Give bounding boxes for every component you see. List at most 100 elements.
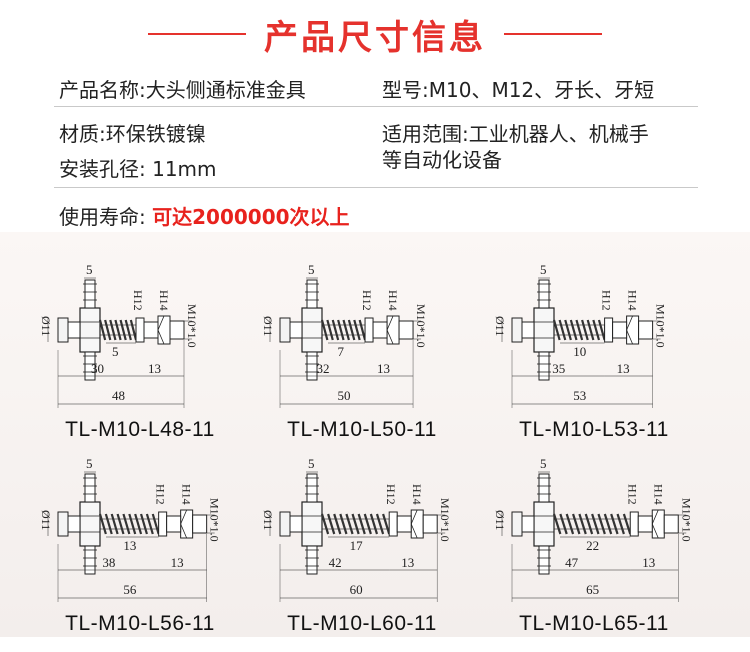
pipe-fitting-top <box>306 473 318 503</box>
spring-coil <box>591 513 600 535</box>
label-h12: H12 <box>154 484 168 505</box>
spring-coil <box>363 513 372 535</box>
spring-coil <box>104 513 113 535</box>
shaft <box>289 515 303 533</box>
end-stem <box>398 320 414 340</box>
spring-coil <box>128 513 137 535</box>
hex-nut <box>533 307 555 353</box>
spring-coil <box>333 513 342 535</box>
spring-coil <box>592 319 601 341</box>
label-total: 53 <box>573 388 586 403</box>
spring-coil <box>347 319 356 341</box>
spring-coil <box>569 319 578 341</box>
label-mid: 22 <box>586 538 599 553</box>
hex-nut <box>79 307 101 353</box>
spring-coil <box>104 319 112 341</box>
label-tail: 13 <box>171 555 184 570</box>
pipe-fitting-bottom <box>84 545 96 575</box>
spring-coil <box>610 513 619 535</box>
spring-coil <box>351 513 360 535</box>
head-cap <box>57 511 69 537</box>
label-thread: M10*1.0 <box>438 498 452 542</box>
spring-coil <box>572 513 581 535</box>
spring-coil <box>339 513 348 535</box>
spring-coil <box>134 513 143 535</box>
label-bore: Ø11 <box>493 510 507 530</box>
label-pipe: 5 <box>308 456 315 471</box>
title-bar: 产品尺寸信息 <box>0 4 750 58</box>
label-h14: H14 <box>157 290 171 311</box>
spring-coil <box>622 513 632 535</box>
label-h12: H12 <box>131 290 145 311</box>
thread-body <box>612 321 628 339</box>
h14-nut <box>410 509 424 539</box>
spring-coil <box>114 319 122 341</box>
nut-chamfer <box>626 315 633 345</box>
label-h14: H14 <box>410 484 424 505</box>
label-total: 48 <box>112 388 125 403</box>
thread-body <box>637 515 653 533</box>
label-thread: M10*1.0 <box>185 304 199 348</box>
pipe-fitting-bottom <box>306 351 318 381</box>
spring-coil <box>358 319 367 341</box>
label-thread: M10*1.0 <box>414 304 428 348</box>
h14-nut <box>386 315 400 345</box>
label-tail: 13 <box>377 361 390 376</box>
product-application-cont: 等自动化设备 <box>382 148 502 172</box>
label-h14: H14 <box>626 290 640 311</box>
model-label: TL-M10-L48-11 <box>65 418 215 441</box>
label-tail: 13 <box>148 361 161 376</box>
h12-nut <box>629 511 639 537</box>
part-outline <box>57 473 208 575</box>
shaft <box>521 515 535 533</box>
spring-coil <box>616 513 625 535</box>
thread-body <box>143 321 159 339</box>
nut-chamfer <box>180 509 188 539</box>
label-tail: 13 <box>642 555 655 570</box>
pipe-fitting-top <box>538 279 550 309</box>
head-cap <box>511 317 523 343</box>
spring-coil <box>98 319 107 341</box>
spring-coil <box>558 319 567 341</box>
spring-coil <box>109 319 117 341</box>
label-pipe: 5 <box>86 456 93 471</box>
product-material: 材质:环保铁镀镍 <box>59 122 206 146</box>
h12-nut <box>604 317 614 343</box>
head-cap <box>511 511 523 537</box>
spring-coil <box>124 319 132 341</box>
shaft <box>67 321 81 339</box>
pipe-fitting-top <box>306 279 318 309</box>
pipe-fitting-bottom <box>538 545 550 575</box>
spring-coil <box>327 513 336 535</box>
spring-coil <box>326 319 334 341</box>
label-h14: H14 <box>180 484 194 505</box>
spring-coil <box>122 513 131 535</box>
spring-coil <box>320 513 330 535</box>
label-total: 60 <box>350 582 363 597</box>
end-stem <box>422 514 438 534</box>
end-stem <box>169 320 185 340</box>
part-outline <box>279 279 414 381</box>
spring-coil <box>129 319 138 341</box>
spring-coil <box>564 319 572 341</box>
label-bore: Ø11 <box>39 316 53 336</box>
model-label: TL-M10-L56-11 <box>65 612 215 635</box>
spring-coil <box>110 513 119 535</box>
label-bore: Ø11 <box>39 510 53 530</box>
spring-coil <box>382 513 391 535</box>
head-cap <box>57 317 69 343</box>
title-line-left <box>148 33 246 35</box>
spring-coil <box>586 319 595 341</box>
label-body: 35 <box>552 361 565 376</box>
head-cap <box>279 317 291 343</box>
spring-coil <box>552 513 562 535</box>
info-panel: 产品尺寸信息 产品名称:大头侧通标准金具 型号:M10、M12、牙长、牙短 材质… <box>0 0 750 232</box>
spring-coil <box>552 319 561 341</box>
shaft <box>521 321 535 339</box>
label-body: 42 <box>329 555 342 570</box>
label-pipe: 5 <box>540 262 547 277</box>
